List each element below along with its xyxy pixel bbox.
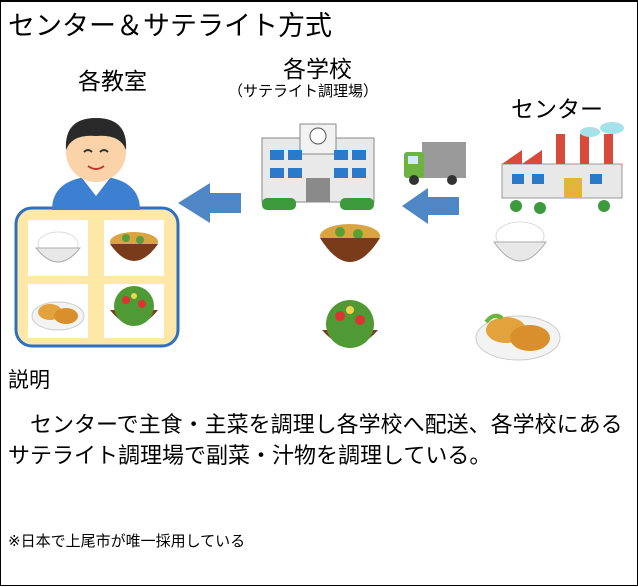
tray-miso-soup-icon	[110, 232, 158, 261]
label-classroom: 各教室	[78, 69, 147, 95]
caption-heading: 説明	[8, 368, 50, 392]
delivery-truck-icon	[404, 142, 466, 185]
label-school: 各学校	[283, 57, 352, 83]
page-title: センター＆サテライト方式	[8, 11, 332, 42]
arrow-left-icon	[402, 188, 459, 224]
top-border	[0, 0, 638, 2]
school-miso-soup-icon	[320, 224, 380, 262]
tray-fried-cutlet-icon	[31, 301, 85, 331]
school-salad-icon	[322, 300, 378, 348]
school-building-icon	[261, 123, 375, 210]
description-text: センターで主食・主菜を調理し各学校へ配送、各学校にあるサテライト調理場で副菜・汁…	[8, 413, 623, 469]
student-icon	[52, 118, 140, 210]
center-fried-cutlet-icon	[475, 313, 561, 361]
center-rice-bowl-icon	[493, 221, 547, 262]
tray-rice-bowl-icon	[34, 231, 82, 263]
tray-salad-icon	[110, 286, 158, 326]
label-center: センター	[511, 97, 603, 123]
label-school-sub: （サテライト調理場）	[228, 82, 379, 100]
arrow-left-icon	[178, 183, 241, 223]
diagram-illustration	[14, 118, 624, 361]
factory-icon	[501, 122, 624, 214]
footnote: ※日本で上尾市が唯一採用している	[8, 532, 246, 550]
